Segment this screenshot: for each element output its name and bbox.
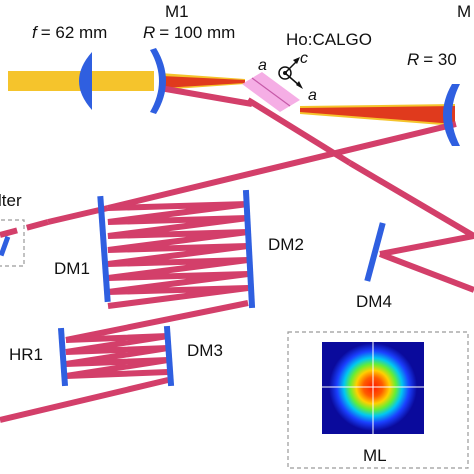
- filter-icon: [0, 235, 11, 257]
- crystal-label: Ho:CALGO: [286, 30, 372, 49]
- mirror-dm1: [97, 195, 111, 303]
- focused-laser-mode: [162, 76, 245, 88]
- focused-laser-mode-right: [300, 106, 455, 124]
- m2-radius-label: R= 30: [407, 50, 457, 69]
- output-beam-dashed: [0, 219, 49, 238]
- mirror-m2-icon: [443, 84, 460, 146]
- mirror-m1-icon: [150, 48, 166, 114]
- mirror-hr1: [57, 327, 69, 387]
- inset-dashed-box: [287, 331, 469, 469]
- dm2-label: DM2: [268, 235, 304, 254]
- m1-name-label: M1: [165, 2, 189, 21]
- mirror-dm4: [364, 222, 386, 282]
- axis-origin-icon: [278, 66, 292, 80]
- hr1-label: HR1: [9, 345, 43, 364]
- dm4-label: DM4: [356, 292, 392, 311]
- dm3-label: DM3: [187, 341, 223, 360]
- inset-caption: ML: [363, 446, 387, 465]
- lens-focal-label: f= 62 mm: [32, 23, 107, 42]
- m1-radius-label: R= 100 mm: [143, 23, 235, 42]
- filter-label: lter: [0, 191, 22, 210]
- axis-a-right-label: a: [308, 87, 317, 104]
- mirror-dm2: [242, 189, 256, 309]
- crystal-divider: [251, 77, 291, 107]
- mirror-dm3: [163, 325, 175, 387]
- lens-icon: [79, 52, 92, 110]
- axis-a-top-label: a: [258, 57, 267, 74]
- dm1-label: DM1: [54, 259, 90, 278]
- axis-a-arrowhead: [296, 81, 303, 89]
- filter-dashed-box: [0, 219, 25, 267]
- m2-name-label: M: [457, 2, 471, 21]
- axis-c-label: c: [300, 50, 308, 67]
- axis-c-arrowhead: [293, 57, 300, 64]
